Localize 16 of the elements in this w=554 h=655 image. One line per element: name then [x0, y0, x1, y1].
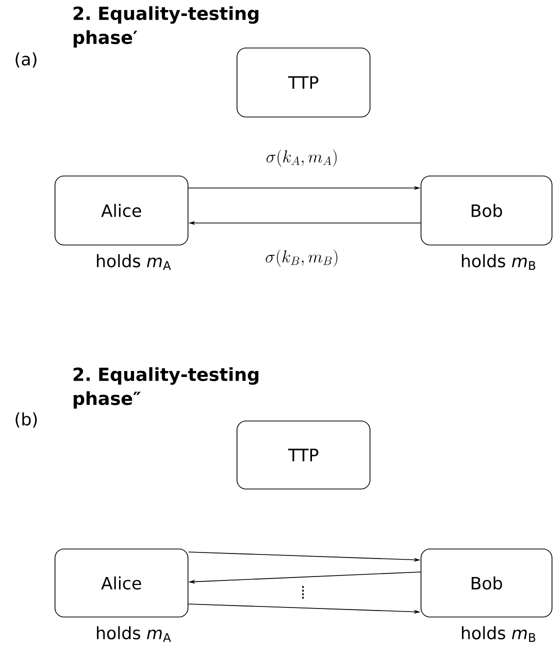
holds-caption: holds m$_{B}$ [462, 626, 536, 642]
party-box: TTP [236, 420, 370, 490]
holds-caption: holds m$_{A}$ [96, 254, 171, 270]
party-box: Alice [54, 548, 188, 618]
party-box: Alice [54, 176, 188, 246]
phase-heading: 2. Equality-testing phase′ [74, 6, 258, 48]
edge-label: $\sigma(k_B,m_B)$ [264, 248, 340, 268]
party-box: Bob [420, 176, 552, 246]
edge-label: $\sigma(k_A,m_A)$ [264, 148, 340, 168]
phase-heading: 2. Equality-testing phase″ [74, 367, 258, 409]
holds-caption: holds m$_{A}$ [96, 626, 171, 642]
panel-label: (a) [16, 52, 36, 68]
panel-label: (b) [16, 412, 37, 428]
party-box: TTP [236, 48, 370, 118]
party-box: Bob [420, 548, 552, 618]
holds-caption: holds m$_{B}$ [462, 254, 536, 270]
